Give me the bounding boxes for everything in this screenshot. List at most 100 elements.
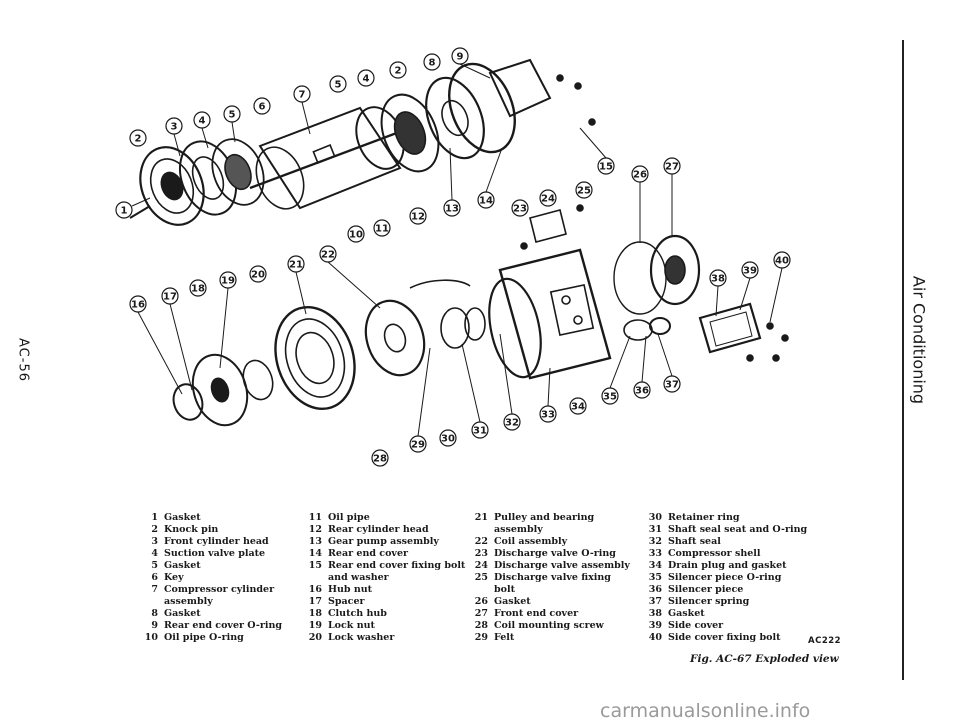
callout-5b: 5 — [329, 75, 347, 93]
callout-2a: 2 — [129, 129, 147, 147]
callout-35: 35 — [601, 387, 619, 405]
svg-text:36: 36 — [635, 386, 649, 397]
callout-23: 23 — [511, 199, 529, 217]
callout-33: 33 — [539, 405, 557, 423]
svg-text:12: 12 — [411, 212, 425, 223]
callout-8: 8 — [423, 53, 441, 71]
callout-31: 31 — [471, 421, 489, 439]
callout-24: 24 — [539, 189, 557, 207]
callout-37: 37 — [663, 375, 681, 393]
svg-text:9: 9 — [457, 52, 464, 63]
svg-text:11: 11 — [375, 224, 389, 235]
callout-7: 7 — [293, 85, 311, 103]
callout-10: 10 — [347, 225, 365, 243]
svg-text:4: 4 — [199, 116, 206, 127]
svg-text:25: 25 — [577, 186, 591, 197]
callout-32: 32 — [503, 413, 521, 431]
front-cylinder-head-group — [129, 138, 265, 226]
svg-text:6: 6 — [259, 102, 266, 113]
callout-39: 39 — [741, 261, 759, 279]
callout-3: 3 — [165, 117, 183, 135]
exploded-view-diagram: 1 2 3 4 5 6 7 5 4 2 8 9 15 14 13 12 11 1… — [115, 47, 791, 467]
front-end-cover-group — [613, 234, 701, 315]
callout-15: 15 — [597, 157, 615, 175]
callout-14: 14 — [477, 191, 495, 209]
callout-40: 40 — [773, 251, 791, 269]
callout-4b: 4 — [357, 69, 375, 87]
callout-9: 9 — [451, 47, 469, 65]
svg-text:38: 38 — [711, 274, 725, 285]
svg-text:35: 35 — [603, 392, 617, 403]
figure-reference-code: AC222 — [808, 636, 842, 646]
watermark-text: carmanualsonline.info — [600, 700, 811, 722]
svg-text:30: 30 — [441, 434, 455, 445]
rear-cylinder-group — [380, 58, 596, 173]
svg-text:26: 26 — [633, 170, 647, 181]
pulley-group — [274, 279, 471, 411]
compressor-shell-group — [440, 248, 612, 380]
callout-11: 11 — [373, 219, 391, 237]
svg-text:16: 16 — [131, 300, 145, 311]
svg-text:14: 14 — [479, 196, 493, 207]
callout-26: 26 — [631, 165, 649, 183]
svg-text:34: 34 — [571, 402, 585, 413]
figure-caption: Fig. AC-67 Exploded view — [690, 653, 839, 665]
svg-text:39: 39 — [743, 266, 757, 277]
svg-text:19: 19 — [221, 276, 235, 287]
callout-12: 12 — [409, 207, 427, 225]
callout-36: 36 — [633, 381, 651, 399]
svg-text:24: 24 — [541, 194, 555, 205]
legend-row: bolt — [494, 584, 515, 595]
callout-17: 17 — [161, 287, 179, 305]
legend-row: assembly — [494, 524, 543, 535]
svg-text:28: 28 — [373, 454, 387, 465]
svg-text:33: 33 — [541, 410, 555, 421]
callout-22: 22 — [319, 245, 337, 263]
svg-text:31: 31 — [473, 426, 487, 437]
svg-text:4: 4 — [363, 74, 370, 85]
callout-1: 1 — [115, 201, 133, 219]
callout-5a: 5 — [223, 105, 241, 123]
svg-text:27: 27 — [665, 162, 679, 173]
compressor-cylinder-group — [249, 106, 411, 210]
svg-text:7: 7 — [299, 90, 306, 101]
svg-text:20: 20 — [251, 270, 265, 281]
callout-28: 28 — [371, 449, 389, 467]
callout-34: 34 — [569, 397, 587, 415]
callout-numbers: 1 2 3 4 5 6 7 5 4 2 8 9 15 14 13 12 11 1… — [115, 47, 791, 467]
legend-row: assembly — [164, 596, 213, 607]
callout-21: 21 — [287, 255, 305, 273]
callout-25: 25 — [575, 181, 593, 199]
svg-text:10: 10 — [349, 230, 363, 241]
callout-19: 19 — [219, 271, 237, 289]
callout-38: 38 — [709, 269, 727, 287]
